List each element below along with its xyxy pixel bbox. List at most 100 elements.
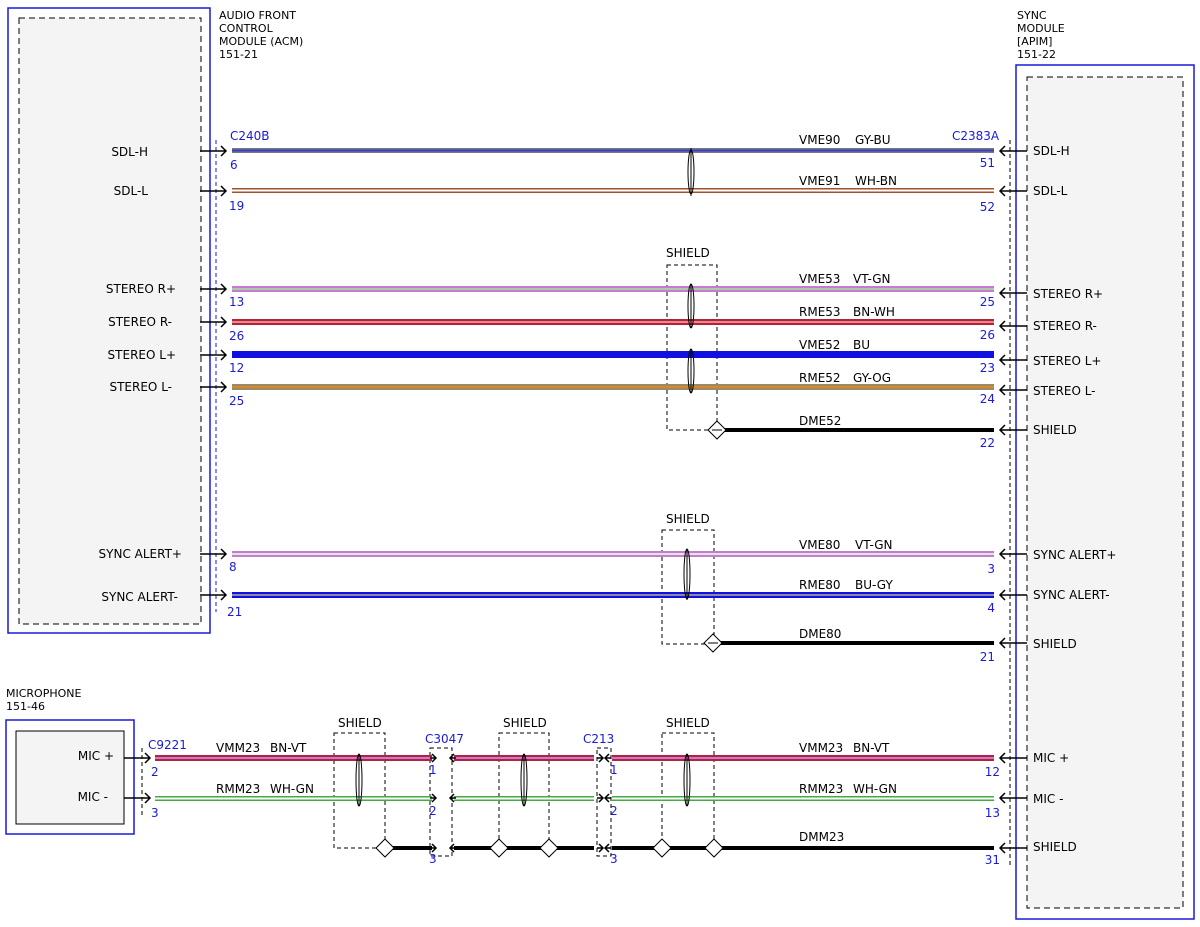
- pin-acm-stereo-rm: 26: [229, 329, 244, 343]
- circuit-mic-m-right: RMM23: [799, 782, 843, 796]
- wire-stereo-rm[interactable]: [232, 319, 994, 325]
- circuit-mic-shield: DMM23: [799, 830, 844, 844]
- sync-label-mic-p: MIC +: [1033, 751, 1069, 765]
- pin-acm-sync-ap: 8: [229, 560, 237, 574]
- shield-label-stereo: SHIELD: [666, 246, 710, 260]
- color-mic-p-left: BN-VT: [270, 741, 307, 755]
- pin-acm-sdl-h: 6: [230, 158, 238, 172]
- color-mic-m-left: WH-GN: [270, 782, 314, 796]
- wire-mic-p[interactable]: [155, 755, 994, 761]
- color-mic-m-right: WH-GN: [853, 782, 897, 796]
- acm-label-sdl-h: SDL-H: [111, 145, 148, 159]
- sync-label-sdl-l: SDL-L: [1033, 184, 1068, 198]
- wire-stereo-lm[interactable]: [232, 384, 994, 390]
- twist-marker-stereo-l: [687, 348, 695, 394]
- shield-box-sync-alert: [661, 529, 715, 645]
- sync-label-stereo-rp: STEREO R+: [1033, 287, 1103, 301]
- terminal-arrows-right: [998, 145, 1027, 854]
- connector-c3047-label: C3047: [425, 732, 464, 746]
- pin-sync-sdl-h: 51: [980, 156, 995, 170]
- microphone-module[interactable]: [5, 719, 135, 835]
- wire-sync-am[interactable]: [232, 592, 994, 598]
- pin-mic-p-0: 2: [151, 765, 159, 779]
- pin-sync-stereo-rm: 26: [980, 328, 995, 342]
- sync-label-shield-1: SHIELD: [1033, 423, 1077, 437]
- shield-box-mic-3: [661, 732, 715, 849]
- wire-shield-2[interactable]: [703, 633, 994, 653]
- circuit-stereo-lp: VME52: [799, 338, 840, 352]
- connector-c3047-outline: [429, 747, 453, 857]
- sync-title-2: MODULE: [1017, 22, 1065, 35]
- circuit-sync-ap: VME80: [799, 538, 840, 552]
- pin-sync-sync-ap: 3: [987, 562, 995, 576]
- pin-acm-sync-am: 21: [227, 605, 242, 619]
- terminal-arrows-mid: [430, 753, 611, 853]
- acm-label-stereo-rp: STEREO R+: [106, 282, 176, 296]
- shield-box-mic-1: [333, 732, 386, 849]
- color-sdl-l: WH-BN: [855, 174, 897, 188]
- pin-sync-stereo-lp: 23: [980, 361, 995, 375]
- color-sync-am: BU-GY: [855, 578, 893, 592]
- wire-sdl-l[interactable]: [232, 188, 994, 193]
- mic-label-p: MIC +: [78, 749, 114, 763]
- circuit-shield-1: DME52: [799, 414, 841, 428]
- wire-shield-1[interactable]: [707, 420, 994, 440]
- pin-mic-m-0: 3: [151, 806, 159, 820]
- connector-c240b-label: C240B: [230, 129, 270, 143]
- sync-label-stereo-lm: STEREO L-: [1033, 384, 1096, 398]
- acm-label-sdl-l: SDL-L: [114, 184, 149, 198]
- pin-sync-sync-am: 4: [987, 601, 995, 615]
- pin-sync-shield-1: 22: [980, 436, 995, 450]
- sync-label-sync-ap: SYNC ALERT+: [1033, 548, 1116, 562]
- acm-label-sync-ap: SYNC ALERT+: [99, 547, 182, 561]
- shield-label-mic-3: SHIELD: [666, 716, 710, 730]
- wire-sync-ap[interactable]: [232, 551, 994, 557]
- circuit-shield-2: DME80: [799, 627, 841, 641]
- wire-stereo-lp[interactable]: [232, 351, 994, 358]
- acm-label-stereo-lm: STEREO L-: [109, 380, 172, 394]
- color-mic-p-right: BN-VT: [853, 741, 890, 755]
- circuit-mic-p-left: VMM23: [216, 741, 260, 755]
- color-stereo-rm: BN-WH: [853, 305, 895, 319]
- wire-mic-m[interactable]: [155, 796, 994, 801]
- mic-ref: 151-46: [6, 700, 45, 713]
- pin-sync-shield-2: 21: [980, 650, 995, 664]
- acm-module[interactable]: [7, 7, 211, 634]
- circuit-sync-am: RME80: [799, 578, 841, 592]
- pin-mic-p-1: 1: [429, 763, 437, 777]
- circuit-mic-m-left: RMM23: [216, 782, 260, 796]
- sync-label-shield-2: SHIELD: [1033, 637, 1077, 651]
- shield-box-stereo: [666, 264, 718, 431]
- terminal-arrows-left: [124, 145, 228, 804]
- connector-c213-label: C213: [583, 732, 614, 746]
- sync-label-sdl-h: SDL-H: [1033, 144, 1070, 158]
- sync-label-sync-am: SYNC ALERT-: [1033, 588, 1110, 602]
- wire-mic-shield[interactable]: [375, 838, 994, 858]
- acm-ref: 151-21: [219, 48, 258, 61]
- sync-ref: 151-22: [1017, 48, 1056, 61]
- pin-acm-stereo-rp: 13: [229, 295, 244, 309]
- twist-marker-sdl: [687, 148, 695, 196]
- wire-sdl-h[interactable]: [232, 148, 994, 153]
- circuit-sdl-h: VME90: [799, 133, 840, 147]
- sync-label-stereo-lp: STEREO L+: [1033, 354, 1101, 368]
- pin-mic-shield-2: 3: [610, 852, 618, 866]
- wire-stereo-rp[interactable]: [232, 286, 994, 292]
- shield-label-mic-2: SHIELD: [503, 716, 547, 730]
- pin-sync-sdl-l: 52: [980, 200, 995, 214]
- pin-mic-p-2: 1: [610, 763, 618, 777]
- circuit-mic-p-right: VMM23: [799, 741, 843, 755]
- connector-c2383a-label: C2383A: [952, 129, 1000, 143]
- mic-title: MICROPHONE: [6, 687, 82, 700]
- pin-sync-mic-m: 13: [985, 806, 1000, 820]
- pin-acm-sdl-l: 19: [229, 199, 244, 213]
- pin-mic-m-2: 2: [610, 804, 618, 818]
- sync-label-stereo-rm: STEREO R-: [1033, 319, 1097, 333]
- acm-title-1: AUDIO FRONT: [219, 9, 296, 22]
- acm-label-sync-am: SYNC ALERT-: [101, 590, 178, 604]
- sync-module[interactable]: [1015, 64, 1195, 920]
- sync-label-mic-m: MIC -: [1033, 792, 1063, 806]
- sync-label-mic-shield: SHIELD: [1033, 840, 1077, 854]
- connector-c9221-label: C9221: [148, 738, 187, 752]
